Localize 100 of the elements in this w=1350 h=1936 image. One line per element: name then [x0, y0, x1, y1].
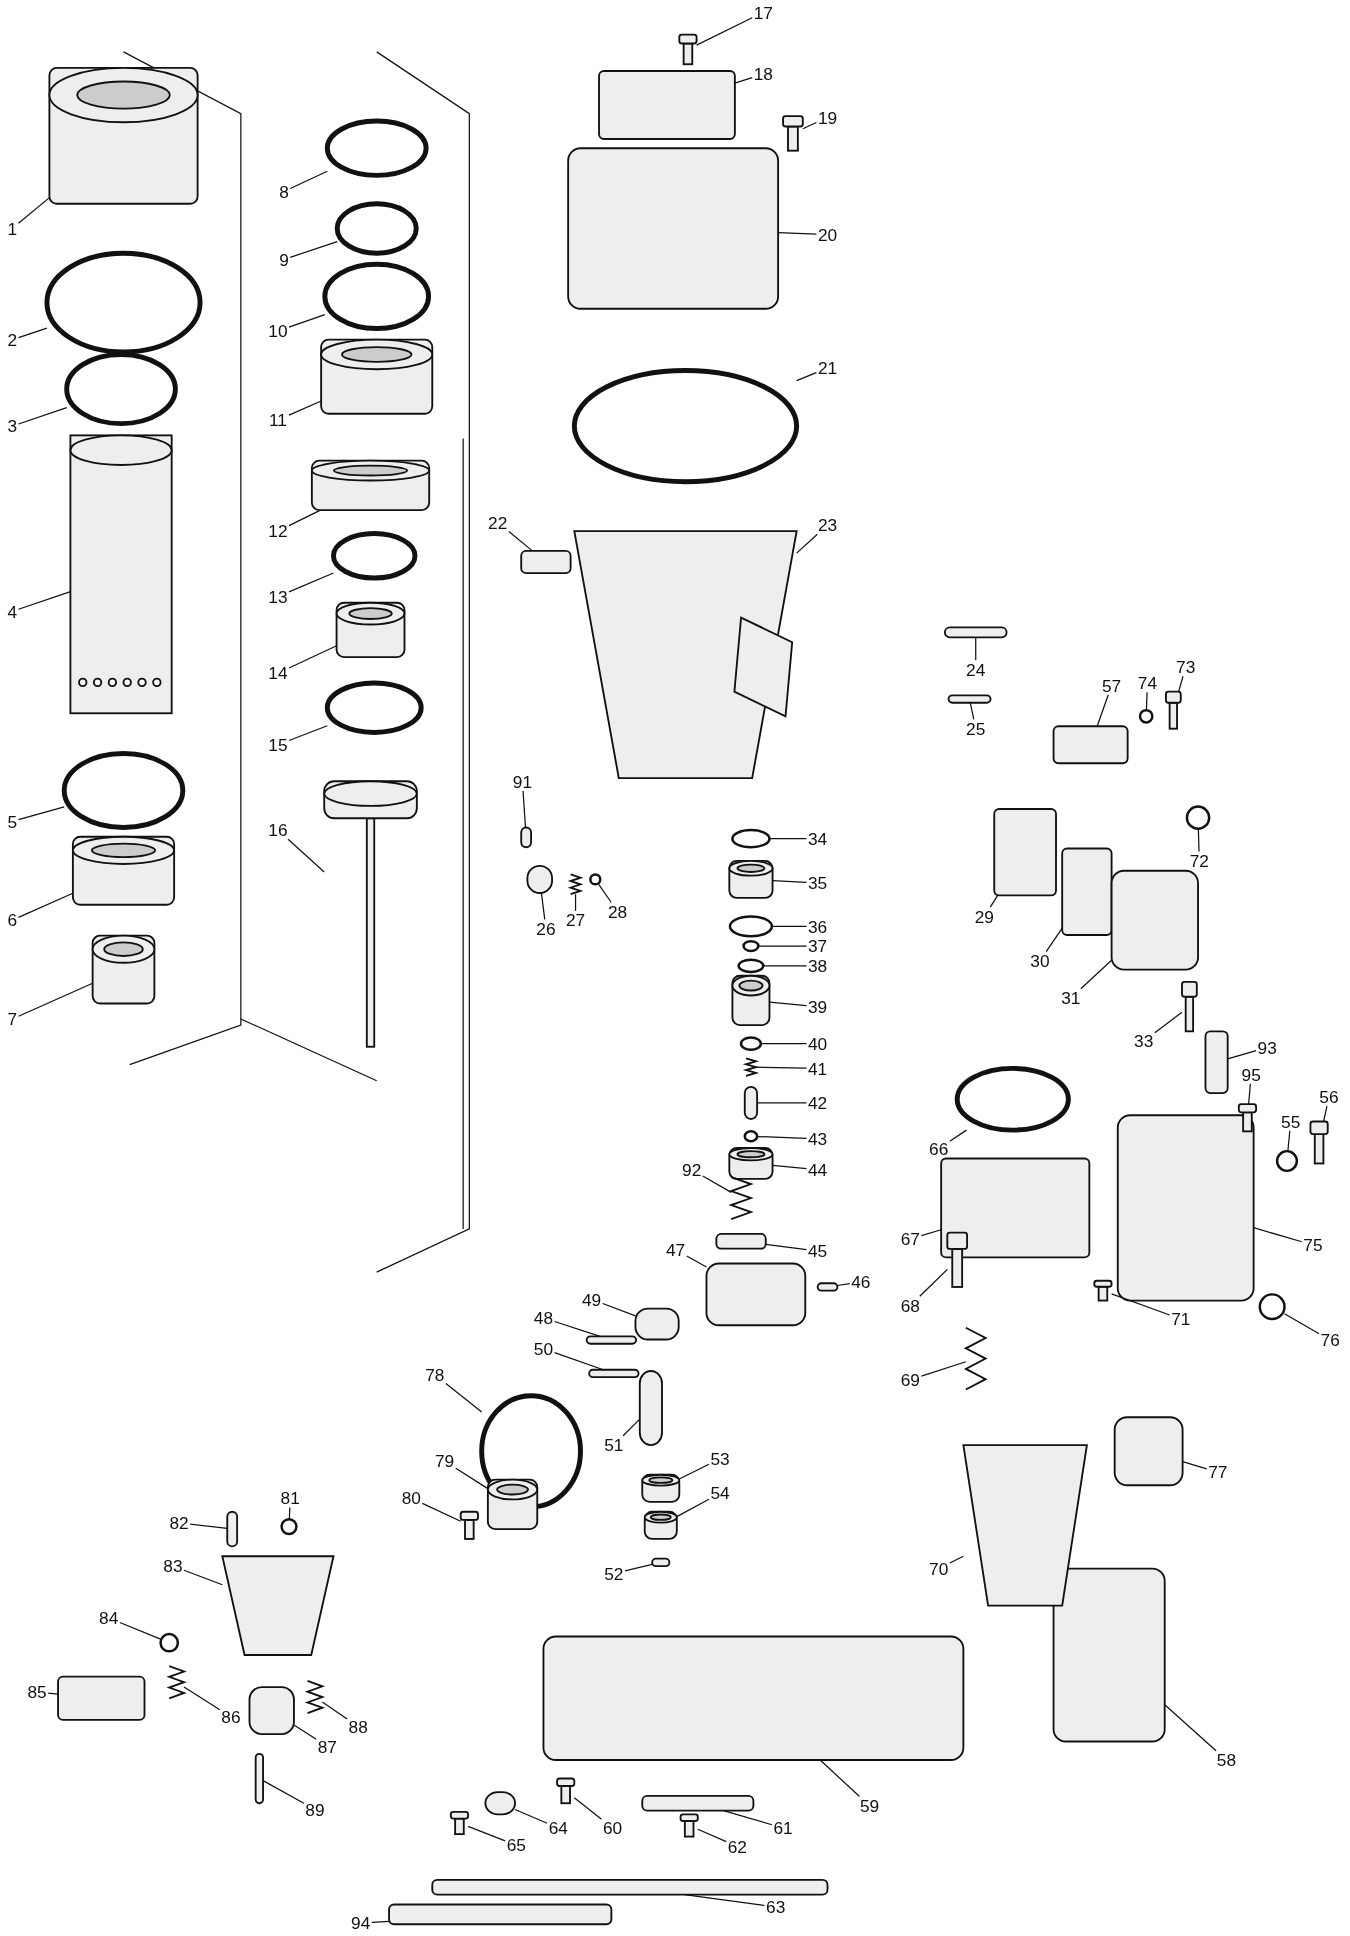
o-ring-drawing — [739, 1036, 763, 1052]
leader-line — [288, 509, 322, 527]
leader-line — [683, 1894, 766, 1907]
callout-number: 85 — [25, 1682, 49, 1702]
leader-line — [771, 1164, 808, 1170]
callout-number: 54 — [708, 1483, 732, 1503]
screw-drawing — [1093, 1279, 1113, 1302]
callout-number: 78 — [423, 1365, 446, 1384]
screw-drawing — [1181, 980, 1198, 1033]
leader-line — [17, 327, 48, 339]
leader-line — [321, 1701, 348, 1720]
callout-number: 84 — [97, 1608, 120, 1628]
bushing-drawing — [731, 974, 771, 1027]
leader-line — [522, 790, 527, 829]
leader-line — [1080, 959, 1113, 990]
leader-line — [836, 1283, 851, 1287]
bushing-drawing — [728, 859, 774, 899]
callout-number: 95 — [1240, 1065, 1263, 1084]
callout-number: 65 — [505, 1836, 528, 1855]
leader-line — [722, 1810, 773, 1826]
leader-line — [696, 17, 753, 46]
callout-number: 91 — [511, 772, 534, 792]
callout-number: 64 — [547, 1818, 570, 1838]
callout-number: 18 — [752, 64, 775, 84]
leader-line — [540, 892, 546, 921]
leader-line — [288, 313, 326, 328]
part-drawing — [484, 1791, 516, 1816]
spring-drawing — [742, 1057, 760, 1077]
leader-line — [1145, 691, 1148, 711]
callout-number: 89 — [303, 1800, 327, 1819]
pin-drawing — [947, 694, 992, 704]
callout-number: 10 — [266, 321, 289, 341]
callout-number: 33 — [1132, 1031, 1155, 1051]
leader-line — [969, 702, 975, 721]
leader-line — [756, 1102, 808, 1104]
leader-line — [771, 925, 808, 927]
leader-line — [989, 894, 999, 908]
callout-number: 72 — [1188, 851, 1211, 871]
plate-drawing — [57, 1675, 146, 1721]
o-ring-drawing — [1185, 805, 1211, 830]
part-drawing — [705, 1262, 807, 1327]
bushing-drawing — [48, 67, 199, 205]
leader-line — [371, 1920, 390, 1923]
part-drawing — [1110, 869, 1199, 971]
leader-line — [17, 406, 68, 425]
callout-number: 61 — [771, 1818, 795, 1838]
spring-drawing — [728, 1176, 754, 1220]
leader-line — [949, 1129, 968, 1142]
plate-drawing — [715, 1232, 767, 1250]
leader-line — [920, 1361, 967, 1377]
leader-line — [514, 1808, 548, 1824]
callout-number: 92 — [680, 1160, 703, 1179]
pin-drawing — [520, 826, 532, 849]
screw-drawing — [1309, 1120, 1329, 1165]
leader-line — [289, 170, 328, 190]
bushing-drawing — [310, 459, 431, 512]
leader-line — [762, 965, 808, 967]
leader-line — [598, 883, 612, 903]
plate-drawing — [431, 1878, 829, 1896]
callout-number: 94 — [349, 1913, 372, 1933]
leader-line — [755, 1066, 808, 1069]
callout-number: 59 — [858, 1796, 881, 1815]
leader-line — [1248, 1083, 1251, 1105]
callout-number: 39 — [806, 997, 829, 1016]
o-ring-drawing — [1138, 708, 1154, 724]
leader-line — [189, 1523, 228, 1530]
leader-line — [765, 1243, 808, 1251]
callout-number: 30 — [1028, 951, 1052, 971]
callout-number: 8 — [277, 182, 291, 201]
leader-line — [17, 806, 65, 821]
o-ring-drawing — [571, 368, 800, 485]
bushing-drawing — [486, 1478, 539, 1530]
leader-line — [17, 982, 94, 1017]
callout-number: 74 — [1136, 673, 1159, 693]
o-ring-drawing — [589, 873, 602, 886]
callout-number: 67 — [899, 1229, 922, 1249]
o-ring-drawing — [1275, 1149, 1299, 1173]
part-drawing — [638, 1370, 663, 1446]
bushing-drawing — [335, 601, 406, 658]
callout-number: 88 — [347, 1717, 370, 1736]
pin-drawing — [254, 1752, 264, 1805]
leader-line — [293, 1724, 317, 1740]
bushing-drawing — [643, 1510, 678, 1540]
callout-number: 45 — [806, 1241, 829, 1261]
callout-number: 41 — [806, 1059, 829, 1078]
leader-line — [183, 1569, 223, 1586]
housing-drawing — [573, 530, 798, 780]
bushing-drawing — [91, 934, 156, 1005]
leader-line — [819, 1759, 861, 1798]
pin-drawing — [651, 1557, 671, 1568]
spring-drawing — [304, 1680, 326, 1714]
bushing-drawing — [320, 338, 434, 415]
callout-number: 35 — [806, 873, 829, 893]
callout-number: 81 — [279, 1488, 302, 1508]
callout-number: 51 — [602, 1435, 625, 1455]
callout-number: 82 — [167, 1513, 191, 1533]
callout-number: 28 — [606, 902, 629, 921]
plate-drawing — [1061, 847, 1113, 936]
callout-number: 77 — [1206, 1463, 1229, 1482]
callout-number: 36 — [806, 917, 829, 936]
